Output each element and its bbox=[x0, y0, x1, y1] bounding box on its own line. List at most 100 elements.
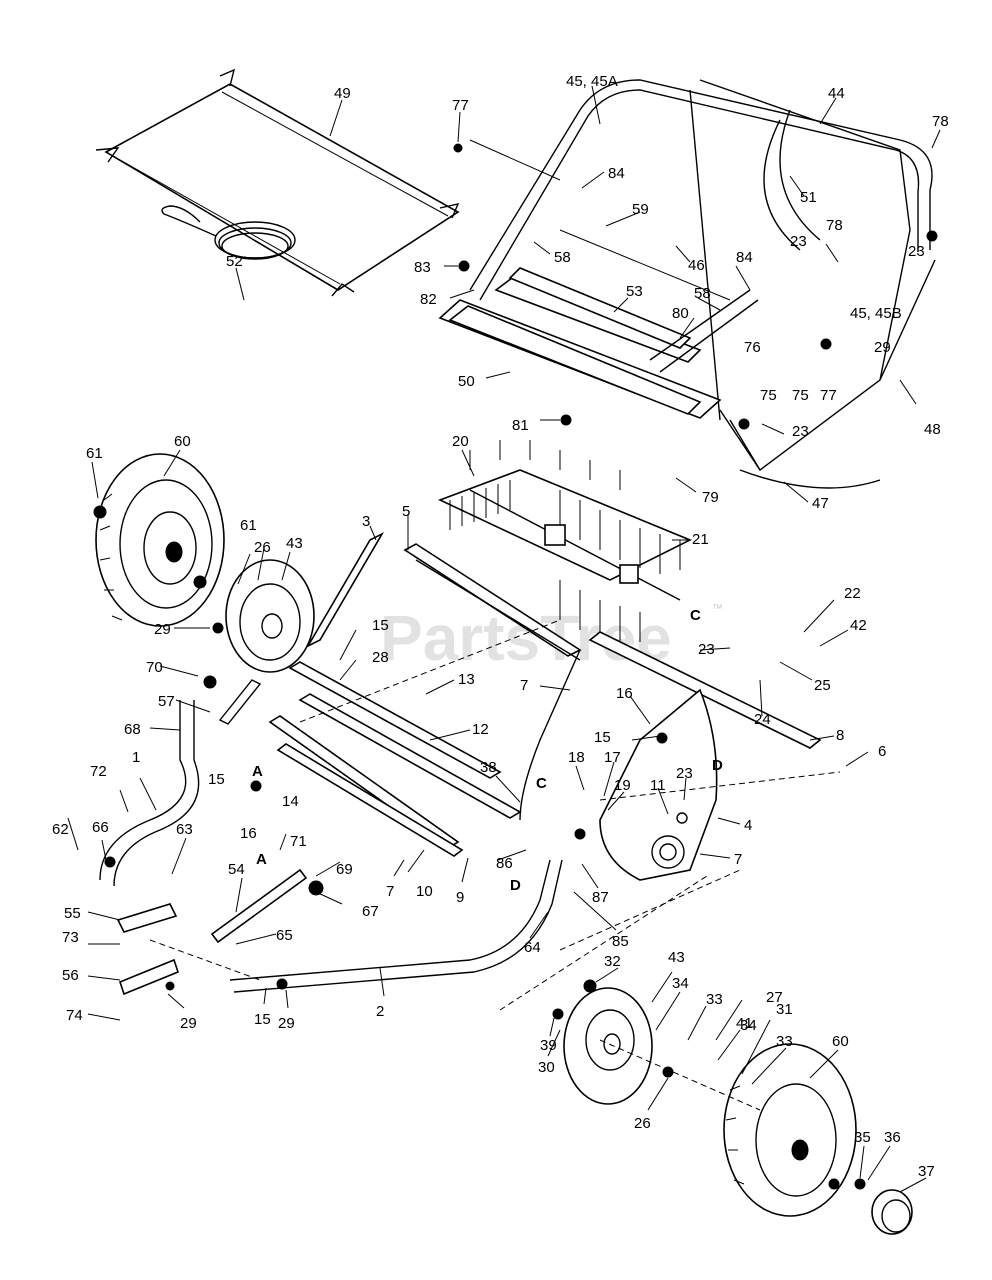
callout-77a: 77 bbox=[452, 97, 469, 114]
callout-9: 9 bbox=[456, 889, 464, 906]
callout-8: 8 bbox=[836, 727, 844, 744]
callout-66: 66 bbox=[92, 819, 109, 836]
callout-56: 56 bbox=[62, 967, 79, 984]
callout-82: 82 bbox=[420, 291, 437, 308]
callout-53: 53 bbox=[626, 283, 643, 300]
callout-33a: 33 bbox=[706, 991, 723, 1008]
callout-42: 42 bbox=[850, 617, 867, 634]
callout-43b: 43 bbox=[668, 949, 685, 966]
ref-d-upper: D bbox=[712, 757, 723, 774]
callout-6: 6 bbox=[878, 743, 886, 760]
callout-29a: 29 bbox=[874, 339, 891, 356]
frame-pieces bbox=[268, 532, 822, 857]
callout-26b: 26 bbox=[634, 1115, 651, 1132]
callout-37: 37 bbox=[918, 1163, 935, 1180]
part-43-hub-right bbox=[563, 987, 653, 1105]
callout-23c: 23 bbox=[792, 423, 809, 440]
brackets-54-56 bbox=[116, 868, 308, 996]
callout-69: 69 bbox=[336, 861, 353, 878]
callout-60a: 60 bbox=[174, 433, 191, 450]
callout-71: 71 bbox=[290, 833, 307, 850]
callout-84a: 84 bbox=[608, 165, 625, 182]
callout-51: 51 bbox=[800, 189, 817, 206]
callout-78b: 78 bbox=[826, 217, 843, 234]
callout-87: 87 bbox=[592, 889, 609, 906]
callout-75a: 75 bbox=[792, 387, 809, 404]
callout-29b: 29 bbox=[154, 621, 171, 638]
callout-23e: 23 bbox=[676, 765, 693, 782]
callout-17: 17 bbox=[604, 749, 621, 766]
callout-7c: 7 bbox=[734, 851, 742, 868]
callout-27: 27 bbox=[766, 989, 783, 1006]
callout-49: 49 bbox=[334, 85, 351, 102]
callout-45-45b: 45, 45B bbox=[850, 305, 902, 322]
part-4-side-plate bbox=[599, 688, 718, 881]
callout-70: 70 bbox=[146, 659, 163, 676]
callout-57: 57 bbox=[158, 693, 175, 710]
callout-47: 47 bbox=[812, 495, 829, 512]
callout-20: 20 bbox=[452, 433, 469, 450]
callout-3: 3 bbox=[362, 513, 370, 530]
part-37-cap bbox=[871, 1189, 913, 1235]
callout-46: 46 bbox=[688, 257, 705, 274]
callout-34a: 34 bbox=[672, 975, 689, 992]
callout-72: 72 bbox=[90, 763, 107, 780]
part-49-cover bbox=[95, 68, 460, 297]
callout-21: 21 bbox=[692, 531, 709, 548]
callout-61a: 61 bbox=[86, 445, 103, 462]
callout-41: 41 bbox=[736, 1015, 753, 1032]
ref-c-upper: C bbox=[690, 607, 701, 624]
callout-59: 59 bbox=[632, 201, 649, 218]
part-43-hub-left bbox=[225, 559, 315, 673]
callout-39: 39 bbox=[540, 1037, 557, 1054]
callout-23d: 23 bbox=[698, 641, 715, 658]
ref-a-upper: A bbox=[252, 763, 263, 780]
callout-18: 18 bbox=[568, 749, 585, 766]
callout-73: 73 bbox=[62, 929, 79, 946]
callout-67: 67 bbox=[362, 903, 379, 920]
callout-50: 50 bbox=[458, 373, 475, 390]
callout-13: 13 bbox=[458, 671, 475, 688]
callout-5: 5 bbox=[402, 503, 410, 520]
callout-11: 11 bbox=[650, 777, 666, 794]
callout-44: 44 bbox=[828, 85, 845, 102]
callout-30: 30 bbox=[538, 1059, 555, 1076]
callout-1: 1 bbox=[132, 749, 140, 766]
callout-10: 10 bbox=[416, 883, 433, 900]
alignment-lines bbox=[149, 619, 841, 1111]
part-60-wheel-left bbox=[95, 453, 225, 627]
callout-68: 68 bbox=[124, 721, 141, 738]
callout-32: 32 bbox=[604, 953, 621, 970]
callout-48: 48 bbox=[924, 421, 941, 438]
callout-2: 2 bbox=[376, 1003, 384, 1020]
callout-16a: 16 bbox=[616, 685, 633, 702]
callout-55: 55 bbox=[64, 905, 81, 922]
callout-31: 31 bbox=[776, 1001, 793, 1018]
callout-78a: 78 bbox=[932, 113, 949, 130]
watermark-trademark: ™ bbox=[712, 603, 723, 615]
callout-75b: 75 bbox=[760, 387, 777, 404]
callout-12: 12 bbox=[472, 721, 489, 738]
callout-16b: 16 bbox=[240, 825, 257, 842]
callout-74: 74 bbox=[66, 1007, 83, 1024]
callout-61b: 61 bbox=[240, 517, 257, 534]
callout-36: 36 bbox=[884, 1129, 901, 1146]
callout-labels: 49 52 77 45, 45A 44 78 84 59 58 46 51 23… bbox=[52, 73, 949, 1180]
callout-76: 76 bbox=[744, 339, 761, 356]
callout-23a: 23 bbox=[790, 233, 807, 250]
callout-33b: 33 bbox=[776, 1033, 793, 1050]
callout-29c: 29 bbox=[180, 1015, 197, 1032]
part-52-cable-coil bbox=[161, 205, 296, 260]
callout-34b: 34 bbox=[740, 1017, 757, 1034]
callout-79: 79 bbox=[702, 489, 719, 506]
callout-14: 14 bbox=[282, 793, 299, 810]
callout-85: 85 bbox=[612, 933, 629, 950]
callout-60b: 60 bbox=[832, 1033, 849, 1050]
part-21-brush-assembly bbox=[437, 440, 692, 646]
callout-28: 28 bbox=[372, 649, 389, 666]
callout-83: 83 bbox=[414, 259, 431, 276]
callout-35: 35 bbox=[854, 1129, 871, 1146]
callout-62: 62 bbox=[52, 821, 69, 838]
